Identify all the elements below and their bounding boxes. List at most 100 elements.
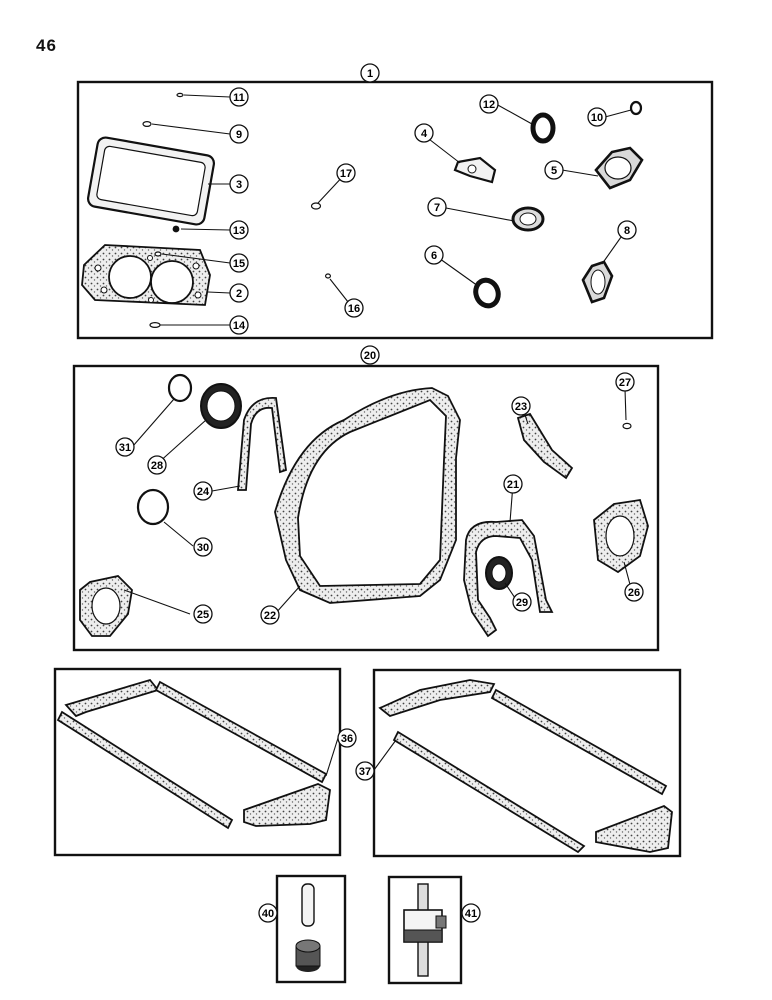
- svg-text:5: 5: [551, 165, 557, 177]
- svg-text:4: 4: [421, 128, 428, 140]
- kit-20-frame: [72, 364, 660, 652]
- svg-text:26: 26: [628, 587, 640, 599]
- callout-12: 12: [479, 94, 499, 114]
- callout-1: 1: [360, 63, 380, 83]
- svg-text:30: 30: [197, 542, 209, 554]
- svg-text:6: 6: [431, 250, 437, 262]
- callout-8: 8: [617, 220, 637, 240]
- callout-11: 11: [229, 87, 249, 107]
- head-gasket: [81, 244, 211, 306]
- svg-text:41: 41: [465, 908, 477, 920]
- part-8-flange-gasket: [581, 260, 614, 304]
- callout-22: 22: [260, 605, 280, 625]
- part-16-ring: [325, 273, 332, 279]
- svg-text:22: 22: [264, 610, 276, 622]
- part-13-plug: [172, 225, 180, 233]
- svg-text:14: 14: [233, 320, 246, 332]
- callout-31: 31: [115, 437, 135, 457]
- callout-21: 21: [503, 474, 523, 494]
- svg-text:9: 9: [236, 129, 242, 141]
- callout-3: 3: [229, 174, 249, 194]
- callout-24: 24: [193, 481, 213, 501]
- callout-40: 40: [258, 903, 278, 923]
- leader-lines: [123, 94, 633, 777]
- svg-text:12: 12: [483, 99, 495, 111]
- callout-13: 13: [229, 220, 249, 240]
- part-12-ring: [530, 112, 556, 144]
- svg-text:1: 1: [367, 68, 373, 80]
- part-24-gasket: [237, 397, 287, 491]
- callout-29: 29: [512, 592, 532, 612]
- svg-text:36: 36: [341, 733, 353, 745]
- callout-23: 23: [511, 396, 531, 416]
- svg-text:24: 24: [197, 486, 210, 498]
- callout-16: 16: [344, 298, 364, 318]
- callout-28: 28: [147, 455, 167, 475]
- svg-text:27: 27: [619, 377, 631, 389]
- svg-text:28: 28: [151, 460, 163, 472]
- kit-36-oil-pan-gaskets: [56, 678, 331, 830]
- callout-4: 4: [414, 123, 434, 143]
- svg-text:16: 16: [348, 303, 360, 315]
- callout-26: 26: [624, 582, 644, 602]
- svg-text:25: 25: [197, 609, 209, 621]
- svg-text:15: 15: [233, 258, 245, 270]
- part-41-valve-assembly: [403, 883, 447, 977]
- part-14-ring: [149, 322, 161, 329]
- part-25-flange-gasket: [79, 575, 133, 637]
- callout-5: 5: [544, 160, 564, 180]
- svg-text:2: 2: [236, 288, 242, 300]
- callout-36: 36: [337, 728, 357, 748]
- svg-text:3: 3: [236, 179, 242, 191]
- part-26-flange-gasket: [593, 498, 649, 574]
- svg-text:20: 20: [364, 350, 376, 362]
- kit-37-oil-pan-gaskets: [378, 679, 673, 854]
- callout-10: 10: [587, 107, 607, 127]
- callout-9: 9: [229, 124, 249, 144]
- part-6-ring: [473, 277, 501, 309]
- kit-36-frame: [53, 667, 342, 857]
- callout-41: 41: [461, 903, 481, 923]
- callout-37: 37: [355, 761, 375, 781]
- callout-2: 2: [229, 283, 249, 303]
- svg-text:37: 37: [359, 766, 371, 778]
- part-23-gasket: [516, 412, 574, 480]
- kit-41-frame: [387, 875, 463, 985]
- part-31-oring: [167, 373, 193, 403]
- callout-17: 17: [336, 163, 356, 183]
- svg-text:8: 8: [624, 225, 630, 237]
- svg-text:21: 21: [507, 479, 519, 491]
- callout-27: 27: [615, 372, 635, 392]
- svg-text:40: 40: [262, 908, 274, 920]
- part-15-ring: [154, 251, 162, 257]
- kit-37-frame: [372, 668, 682, 858]
- callout-20: 20: [360, 345, 380, 365]
- svg-text:10: 10: [591, 112, 603, 124]
- part-40-pin-and-spring: [295, 883, 321, 972]
- svg-text:7: 7: [434, 202, 440, 214]
- svg-text:31: 31: [119, 442, 131, 454]
- callout-25: 25: [193, 604, 213, 624]
- part-27-washer: [622, 422, 632, 430]
- part-17-washer: [310, 202, 322, 210]
- part-22-housing-gasket: [274, 387, 461, 604]
- callout-6: 6: [424, 245, 444, 265]
- svg-text:23: 23: [515, 401, 527, 413]
- svg-text:29: 29: [516, 597, 528, 609]
- part-21-timing-cover-gasket: [463, 519, 554, 638]
- svg-text:17: 17: [340, 168, 352, 180]
- kit-1-frame: [76, 80, 714, 340]
- callout-7: 7: [427, 197, 447, 217]
- callout-30: 30: [193, 537, 213, 557]
- svg-text:13: 13: [233, 225, 245, 237]
- part-10-ring: [629, 100, 643, 116]
- part-11-washer: [176, 92, 184, 98]
- kit-40-frame: [275, 874, 347, 984]
- callout-15: 15: [229, 253, 249, 273]
- page-number: 46: [36, 36, 57, 55]
- part-30-oring: [136, 488, 170, 526]
- part-9-washer: [142, 120, 152, 127]
- callout-14: 14: [229, 315, 249, 335]
- part-5-flange-gasket: [594, 146, 644, 190]
